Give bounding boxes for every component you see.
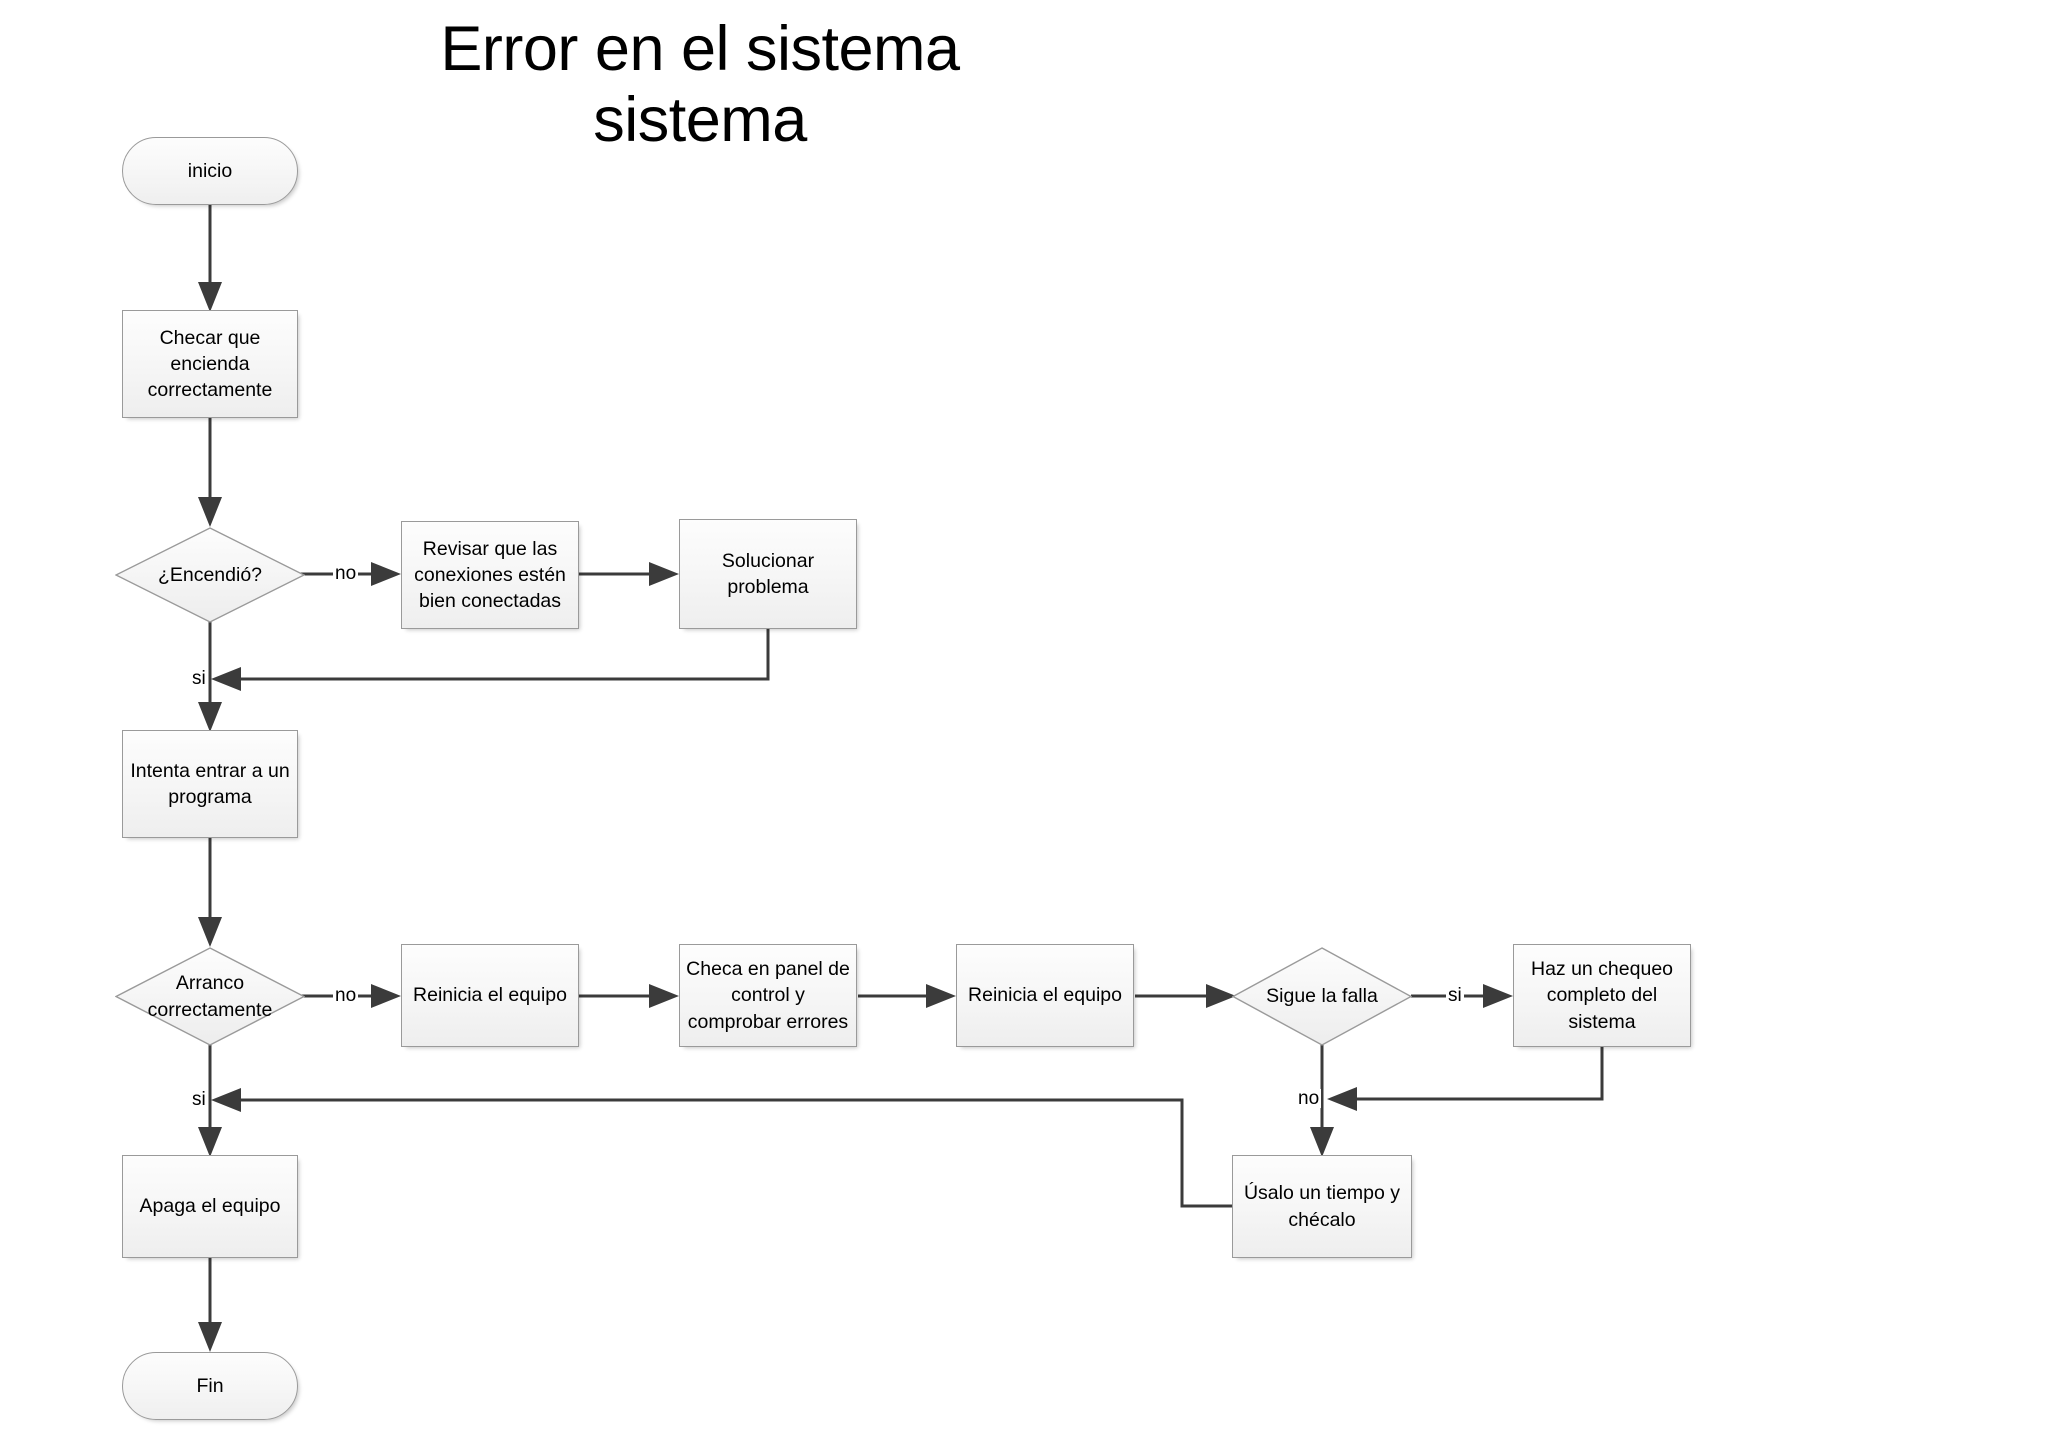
edge-solucionar-feedback xyxy=(226,628,770,681)
node-inicio[interactable]: inicio xyxy=(122,137,298,205)
node-reinicia-equipo-2[interactable]: Reinicia el equipo xyxy=(956,944,1134,1047)
node-intenta-programa-label: Intenta entrar a un programa xyxy=(130,759,290,808)
arrowhead-usalo-feedback xyxy=(211,1088,241,1112)
node-apaga-equipo[interactable]: Apaga el equipo xyxy=(122,1155,298,1258)
node-fin-label: Fin xyxy=(196,1374,224,1397)
node-reinicia-equipo-1[interactable]: Reinicia el equipo xyxy=(401,944,579,1047)
arrowhead-check-to-decision xyxy=(198,497,222,527)
node-solucionar-problema-label: Solucionar problema xyxy=(721,549,815,598)
edge-label-encendio-no: no xyxy=(333,563,359,584)
edge-label-encendio-si: si xyxy=(190,668,208,689)
node-revisar-conexiones[interactable]: Revisar que las conexiones estén bien co… xyxy=(401,521,579,629)
arrowhead-reinicia1-to-panel xyxy=(649,984,679,1008)
node-sigue-falla-decision[interactable]: Sigue la falla xyxy=(1232,947,1412,1046)
arrowhead-intenta-to-arranco xyxy=(198,917,222,947)
node-intenta-programa[interactable]: Intenta entrar a un programa xyxy=(122,730,298,838)
arrowhead-chequeo-feedback xyxy=(1327,1087,1357,1111)
edge-chequeo-feedback xyxy=(1342,1045,1604,1101)
node-checa-panel-control-label: Checa en panel de control y comprobar er… xyxy=(686,958,850,1033)
node-reinicia-equipo-2-label: Reinicia el equipo xyxy=(968,984,1122,1007)
edge-label-falla-no: no xyxy=(1296,1088,1322,1109)
edge-usalo-feedback xyxy=(226,1098,1232,1208)
arrowhead-falla-si xyxy=(1483,984,1513,1008)
node-checar-encienda[interactable]: Checar que encienda correctamente xyxy=(122,310,298,418)
arrowhead-decision-si xyxy=(198,702,222,732)
node-inicio-label: inicio xyxy=(187,159,233,182)
node-checa-panel-control[interactable]: Checa en panel de control y comprobar er… xyxy=(679,944,857,1047)
node-checar-encienda-label: Checar que encienda correctamente xyxy=(147,326,273,402)
node-fin[interactable]: Fin xyxy=(122,1352,298,1420)
node-encendio-label: ¿Encendió? xyxy=(157,563,263,586)
arrowhead-falla-no xyxy=(1310,1127,1334,1157)
diamond-shape-encendio xyxy=(115,527,305,623)
arrowhead-solucionar-feedback xyxy=(211,667,241,691)
arrowhead-arranco-si xyxy=(198,1127,222,1157)
node-chequeo-completo-label: Haz un chequeo completo del sistema xyxy=(1530,958,1674,1033)
node-arranco-decision[interactable]: Arranco correctamente xyxy=(115,947,305,1046)
node-solucionar-problema[interactable]: Solucionar problema xyxy=(679,519,857,629)
diamond-shape-arranco xyxy=(115,947,305,1046)
node-sigue-falla-label: Sigue la falla xyxy=(1266,985,1378,1008)
diamond-shape-sigue-falla xyxy=(1232,947,1412,1046)
node-apaga-equipo-label: Apaga el equipo xyxy=(139,1195,281,1218)
edge-label-falla-si: si xyxy=(1446,985,1464,1006)
arrowhead-arranco-no xyxy=(371,984,401,1008)
arrowhead-decision-no xyxy=(371,562,401,586)
arrowhead-apaga-to-fin xyxy=(198,1322,222,1352)
edge-label-arranco-no: no xyxy=(333,985,359,1006)
node-encendio-decision[interactable]: ¿Encendió? xyxy=(115,527,305,623)
page-title: Error en el sistema sistema xyxy=(440,14,960,156)
node-chequeo-completo[interactable]: Haz un chequeo completo del sistema xyxy=(1513,944,1691,1047)
node-revisar-conexiones-label: Revisar que las conexiones estén bien co… xyxy=(414,537,566,613)
node-arranco-label: Arranco correctamente xyxy=(147,972,273,1021)
node-reinicia-equipo-1-label: Reinicia el equipo xyxy=(413,984,567,1007)
node-usalo-checalo-label: Úsalo un tiempo y chécalo xyxy=(1243,1182,1401,1231)
arrowhead-start-to-check xyxy=(198,282,222,312)
arrowhead-panel-to-reinicia2 xyxy=(926,984,956,1008)
arrowhead-revisar-to-solucionar xyxy=(649,562,679,586)
node-usalo-checalo[interactable]: Úsalo un tiempo y chécalo xyxy=(1232,1155,1412,1258)
edge-label-arranco-si: si xyxy=(190,1089,208,1110)
